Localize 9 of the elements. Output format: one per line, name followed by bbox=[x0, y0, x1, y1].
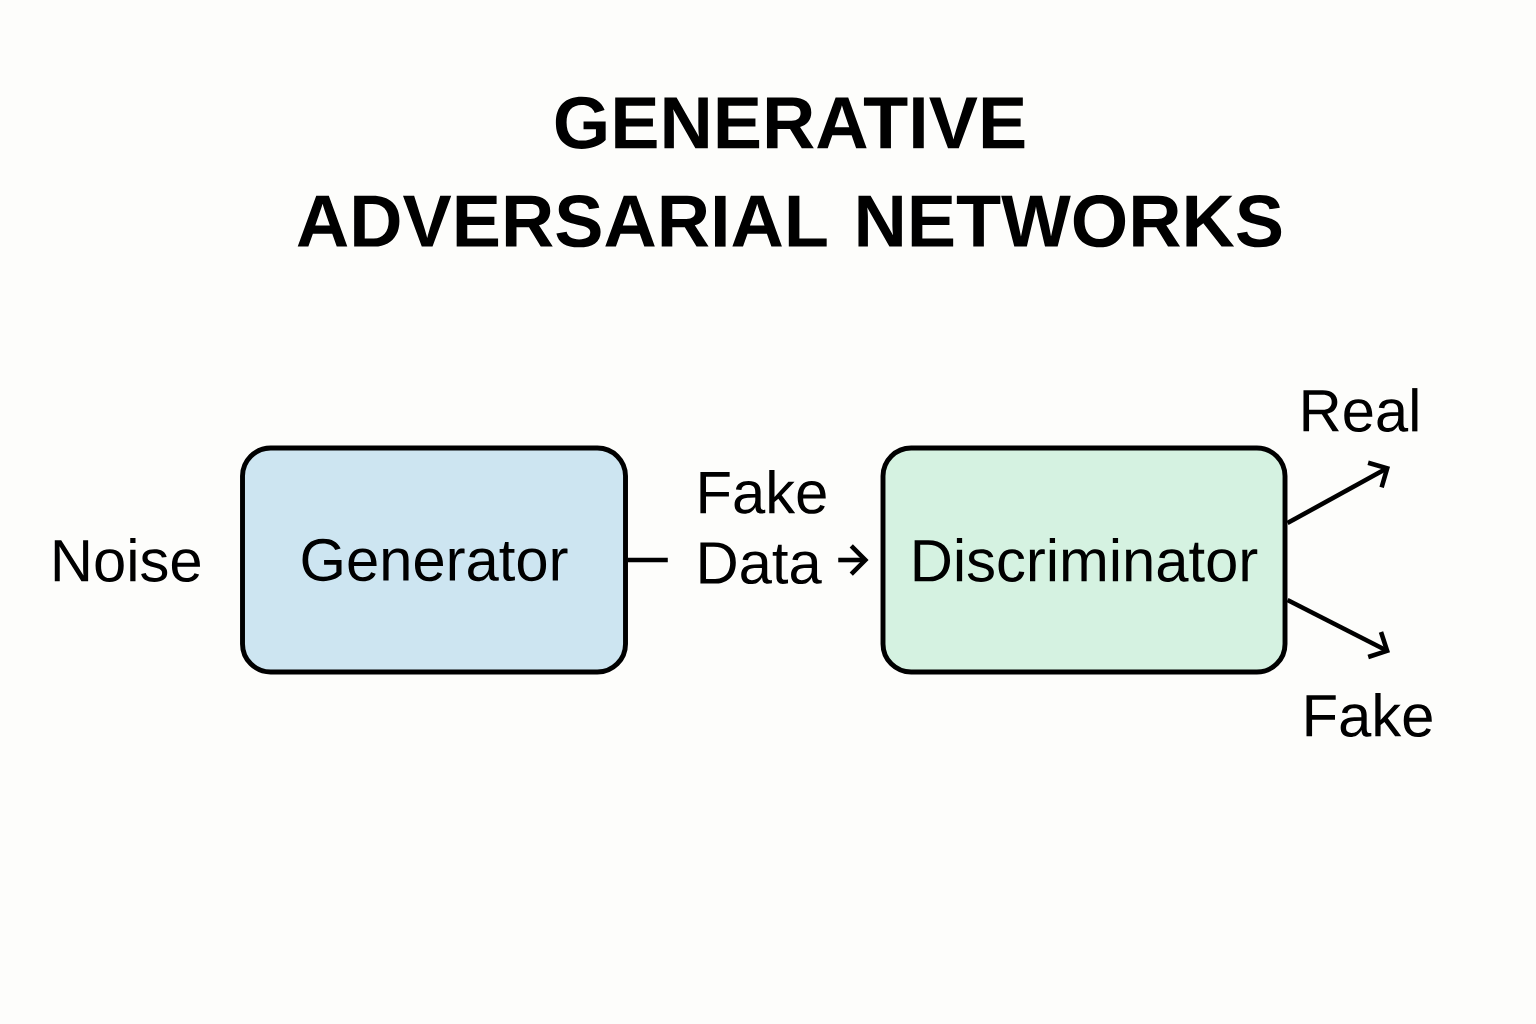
process-box: Generator bbox=[240, 445, 628, 675]
connector-arrow bbox=[1286, 597, 1390, 660]
node-label: Real bbox=[1303, 388, 1418, 432]
process-box: Discriminator bbox=[880, 445, 1288, 675]
node-label: Fake Data bbox=[700, 469, 826, 585]
node-label: Fake bbox=[1306, 693, 1432, 737]
title: GENERATIVE ADVERSARIAL NETWORKS bbox=[297, 96, 1282, 248]
side-label: Noise bbox=[54, 538, 200, 582]
connector-arrow bbox=[1286, 460, 1391, 526]
